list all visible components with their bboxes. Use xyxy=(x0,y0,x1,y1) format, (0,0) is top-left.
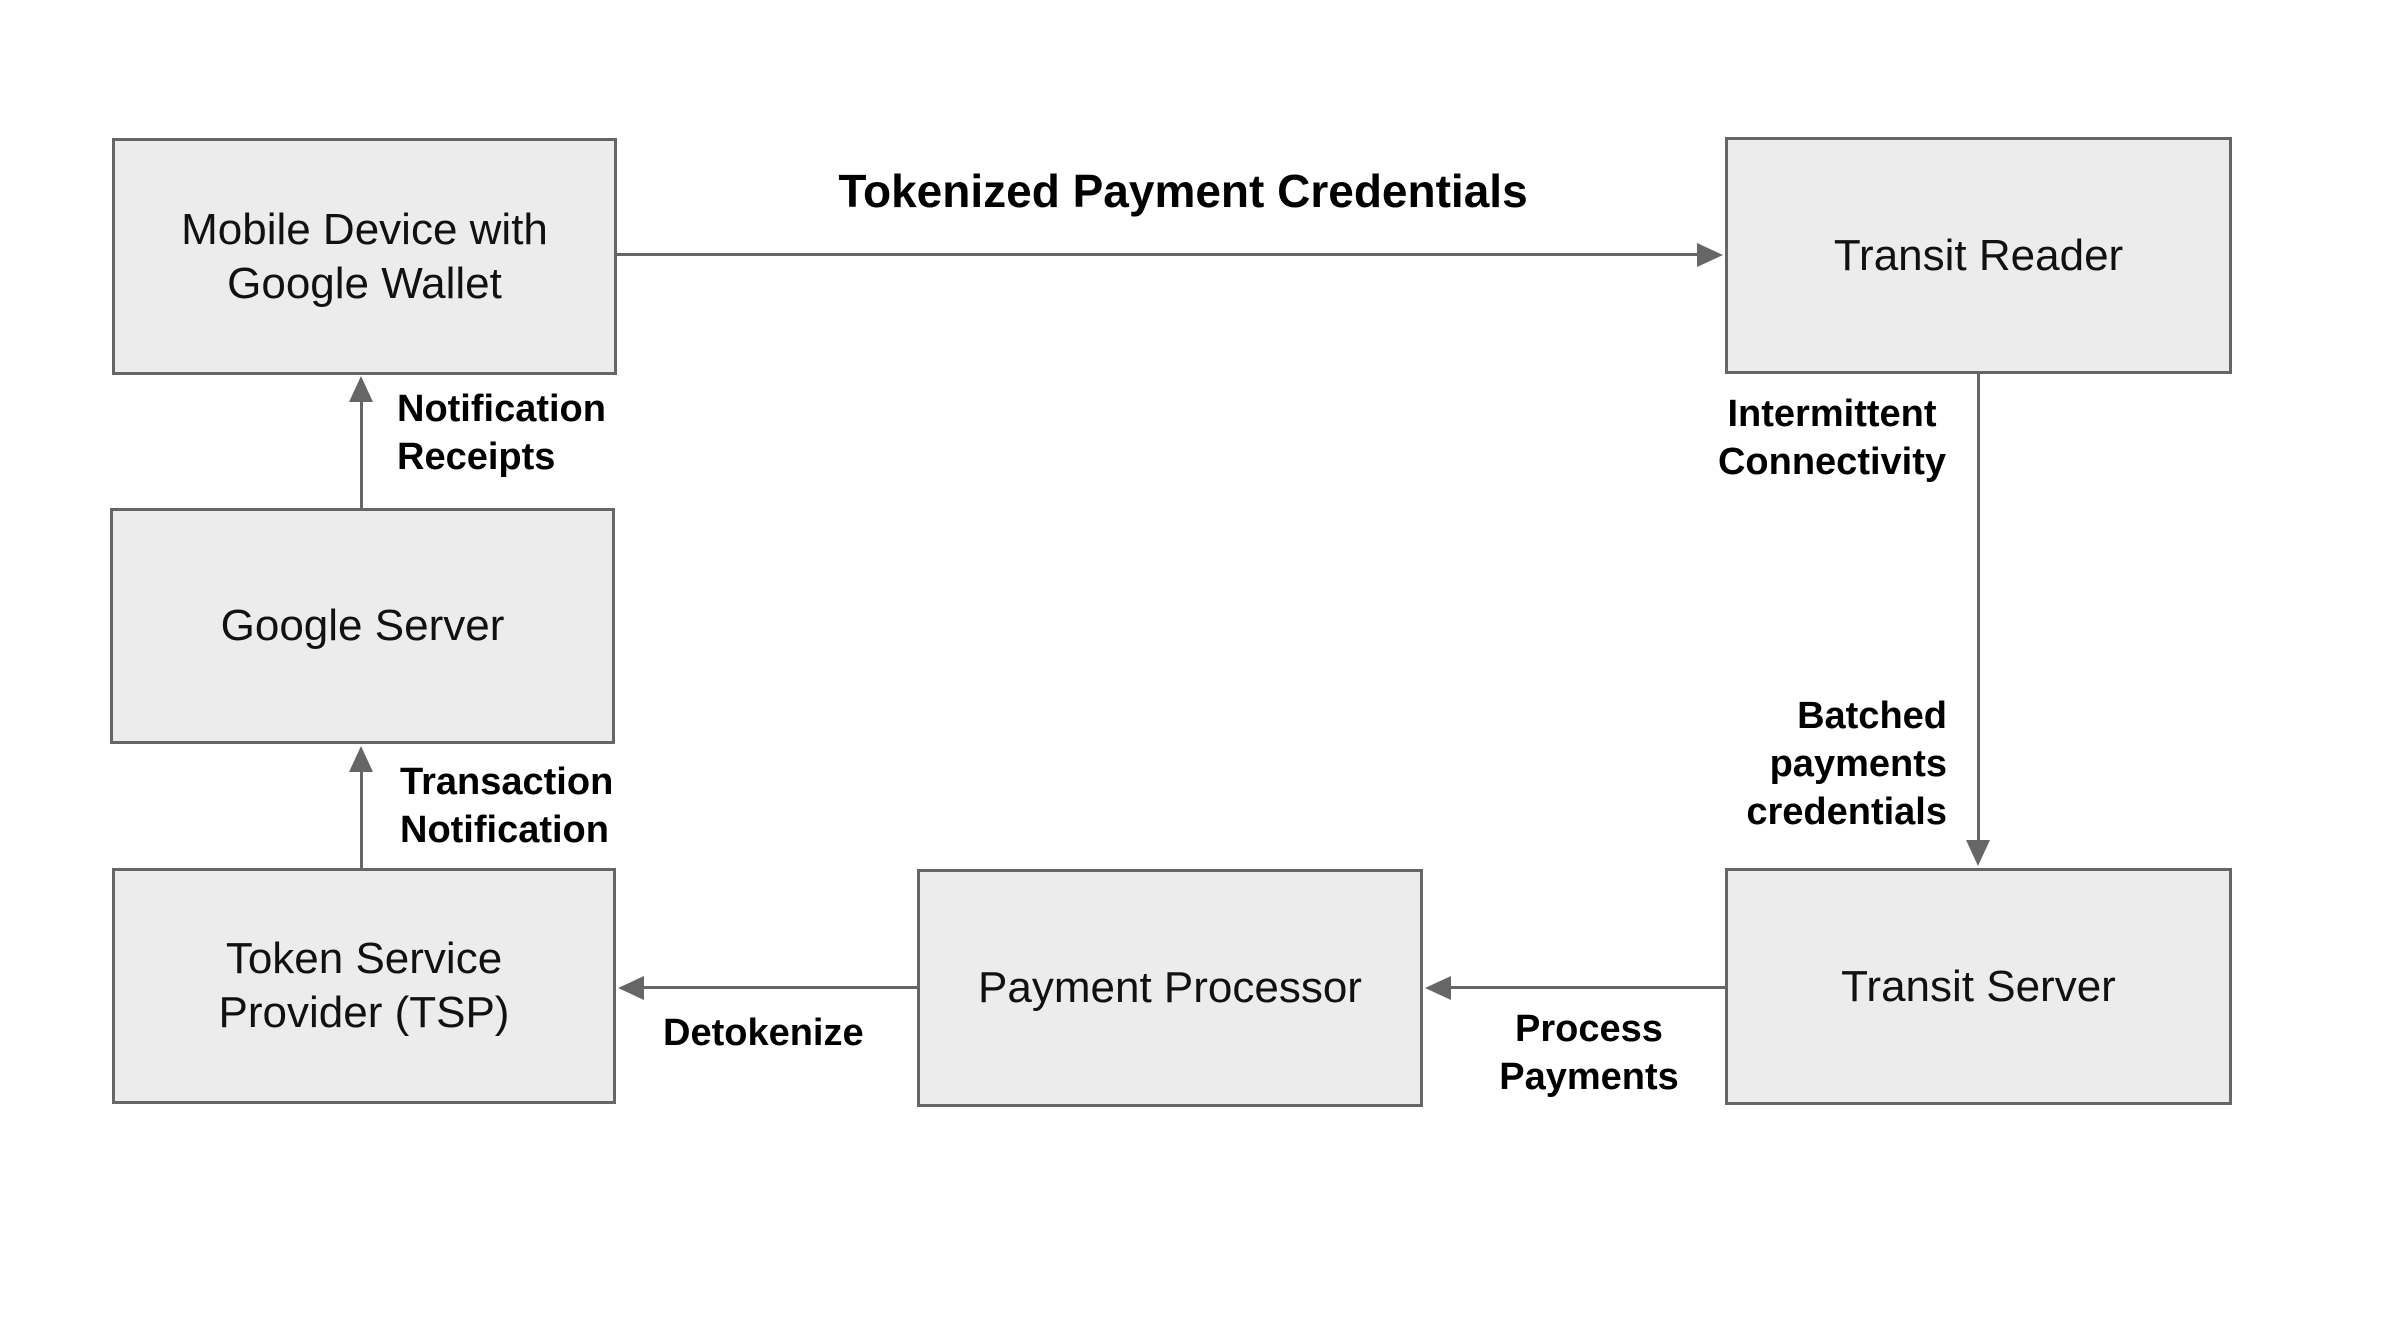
arrowhead-left-icon xyxy=(618,976,644,1000)
node-google-server-label: Google Server xyxy=(220,601,505,651)
edge-label-intermittent-connectivity: Intermittent Connectivity xyxy=(1717,393,1947,483)
node-transit-reader-label: Transit Reader xyxy=(1833,230,2124,280)
edge-detokenize-line xyxy=(640,986,917,989)
edge-transaction-notification-line xyxy=(360,770,363,868)
node-transit-server: Transit Server xyxy=(1725,868,2232,1105)
node-transit-server-label: Transit Server xyxy=(1841,961,2116,1011)
edge-label-detokenize: Detokenize xyxy=(663,1012,864,1054)
edge-tokenized-credentials-line xyxy=(617,253,1701,256)
node-payment-processor: Payment Processor xyxy=(917,869,1423,1107)
node-mobile-device: Mobile Device with Google Wallet xyxy=(112,138,617,375)
arrowhead-up-icon xyxy=(349,376,373,402)
node-token-service-provider-label: Token Service Provider (TSP) xyxy=(218,934,510,1037)
edge-label-transaction-notification: Transaction Notification xyxy=(400,761,614,851)
node-payment-processor-label: Payment Processor xyxy=(978,963,1362,1013)
edge-notification-receipts-line xyxy=(360,400,363,508)
edge-label-tokenized-credentials: Tokenized Payment Credentials xyxy=(838,165,1528,217)
edge-label-process-payments: Process Payments xyxy=(1499,1008,1679,1098)
edge-reader-to-server-line xyxy=(1977,374,1980,842)
node-mobile-device-label: Mobile Device with Google Wallet xyxy=(181,204,548,308)
arrowhead-right-icon xyxy=(1697,243,1723,267)
arrowhead-down-icon xyxy=(1966,840,1990,866)
node-transit-reader: Transit Reader xyxy=(1725,137,2232,374)
edge-label-batched-payments-credentials: Batched payments credentials xyxy=(1746,695,1947,833)
edge-label-notification-receipts: Notification Receipts xyxy=(397,388,606,478)
arrowhead-left-icon xyxy=(1425,976,1451,1000)
arrowhead-up-icon xyxy=(349,746,373,772)
node-google-server: Google Server xyxy=(110,508,615,744)
edge-process-payments-line xyxy=(1447,986,1725,989)
node-token-service-provider: Token Service Provider (TSP) xyxy=(112,868,616,1104)
